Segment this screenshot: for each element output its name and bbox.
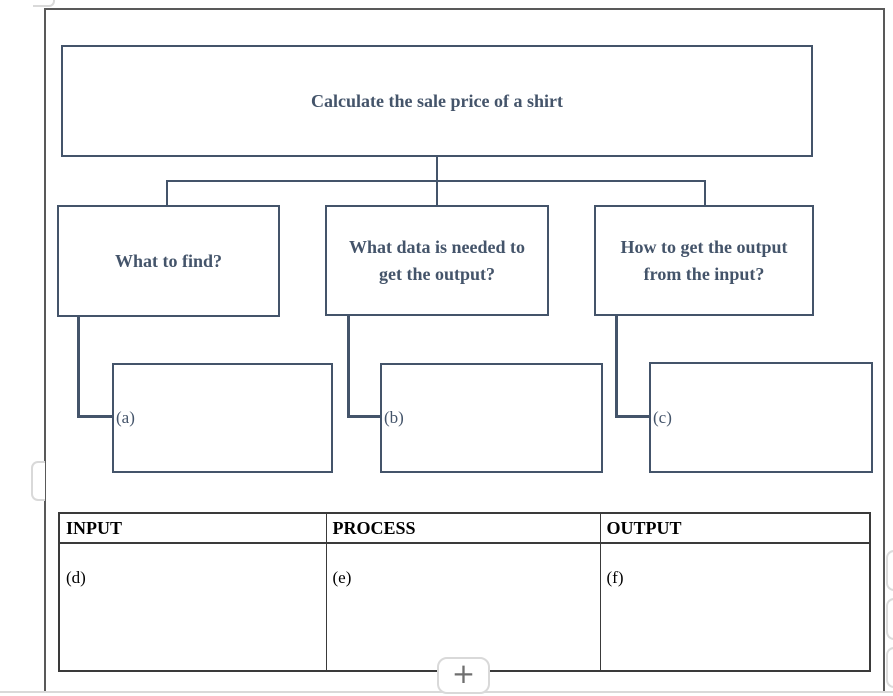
io-table-body-row: (d) (e) (f) <box>58 542 871 672</box>
left-edge-handle <box>31 461 45 501</box>
connector-elbow-c <box>615 415 650 418</box>
io-table-cell-input[interactable]: (d) <box>58 542 327 672</box>
io-table-header-input: INPUT <box>58 512 327 544</box>
connector-drop-right <box>704 180 706 206</box>
io-table-cell-output[interactable]: (f) <box>599 542 871 672</box>
right-edge-cropped-button <box>886 598 893 640</box>
io-table-cell-process[interactable]: (e) <box>325 542 601 672</box>
question-box-data-needed: What data is needed to get the output? <box>325 205 549 316</box>
flowchart-title-box: Calculate the sale price of a shirt <box>61 45 813 157</box>
connector-drop-left <box>166 180 168 206</box>
answer-box-label: (c) <box>653 407 672 427</box>
connector-elbow-a <box>77 317 80 417</box>
answer-box-label: (b) <box>384 408 404 427</box>
connector-elbow-b <box>347 415 381 418</box>
answer-box-b[interactable]: (b) <box>380 363 603 473</box>
answer-box-label: (a) <box>116 408 135 427</box>
cropped-corner-shape <box>33 0 55 7</box>
question-label: How to get the output from the input? <box>620 236 788 284</box>
io-table-header-row: INPUT PROCESS OUTPUT <box>58 512 871 544</box>
page-frame <box>44 8 885 692</box>
connector-elbow-b <box>347 316 350 417</box>
io-table-header-output: OUTPUT <box>599 512 871 544</box>
right-edge-cropped-button <box>886 647 893 688</box>
answer-box-a[interactable]: (a) <box>112 363 333 473</box>
connector-trunk <box>436 157 438 182</box>
question-box-what-to-find: What to find? <box>57 205 280 317</box>
io-table-header-process: PROCESS <box>325 512 601 544</box>
question-label: What data is needed to get the output? <box>348 236 525 284</box>
answer-box-c[interactable]: (c) <box>649 362 873 473</box>
add-button[interactable]: + <box>437 657 490 694</box>
connector-elbow-a <box>77 415 113 418</box>
connector-drop-middle <box>436 180 438 206</box>
plus-icon: + <box>451 657 476 690</box>
io-table: INPUT PROCESS OUTPUT (d) (e) (f) <box>58 512 871 672</box>
question-label: What to find? <box>114 250 222 271</box>
connector-elbow-c <box>615 315 618 417</box>
flowchart-title-label: Calculate the sale price of a shirt <box>311 90 563 111</box>
right-edge-cropped-button <box>886 550 893 591</box>
question-box-how-to-get-output: How to get the output from the input? <box>594 205 814 316</box>
